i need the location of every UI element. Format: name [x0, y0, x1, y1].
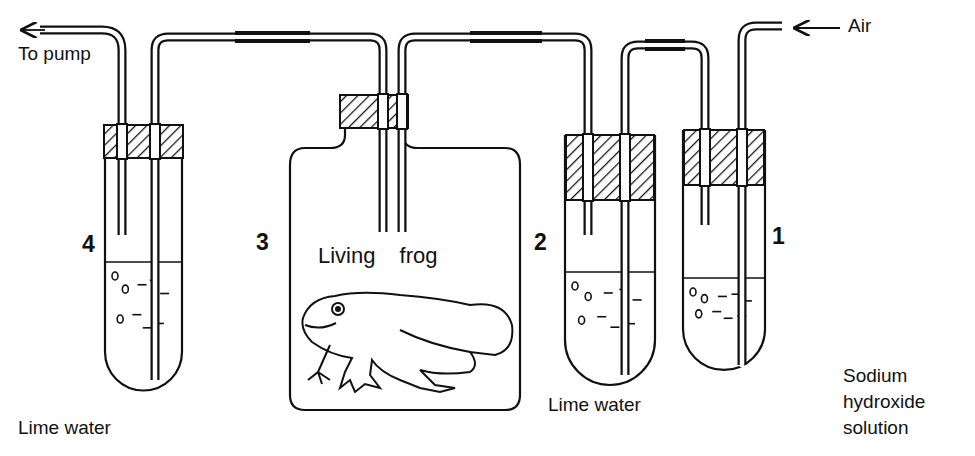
vessel-number: 2: [534, 228, 547, 258]
test-tube: [683, 130, 765, 370]
specimen-label: Living frog: [318, 242, 438, 271]
vessel-number: 4: [82, 230, 95, 260]
test-tube: [565, 135, 655, 385]
reagent-label: Lime water: [548, 393, 641, 418]
reagent-label: Sodium hydroxide solution: [843, 363, 953, 441]
test-tube: [105, 125, 182, 390]
vessel-number: 3: [256, 228, 269, 258]
flow-arrow: [22, 29, 45, 31]
frog: [302, 293, 512, 392]
reagent-label: Lime water: [18, 416, 111, 441]
flow-arrow: [795, 27, 840, 29]
inlet-label: Air: [848, 14, 871, 39]
outlet-label: To pump: [18, 42, 91, 67]
rubber-stopper: [104, 95, 764, 200]
vessel-number: 1: [772, 222, 785, 252]
rubber-connector: [235, 31, 685, 51]
